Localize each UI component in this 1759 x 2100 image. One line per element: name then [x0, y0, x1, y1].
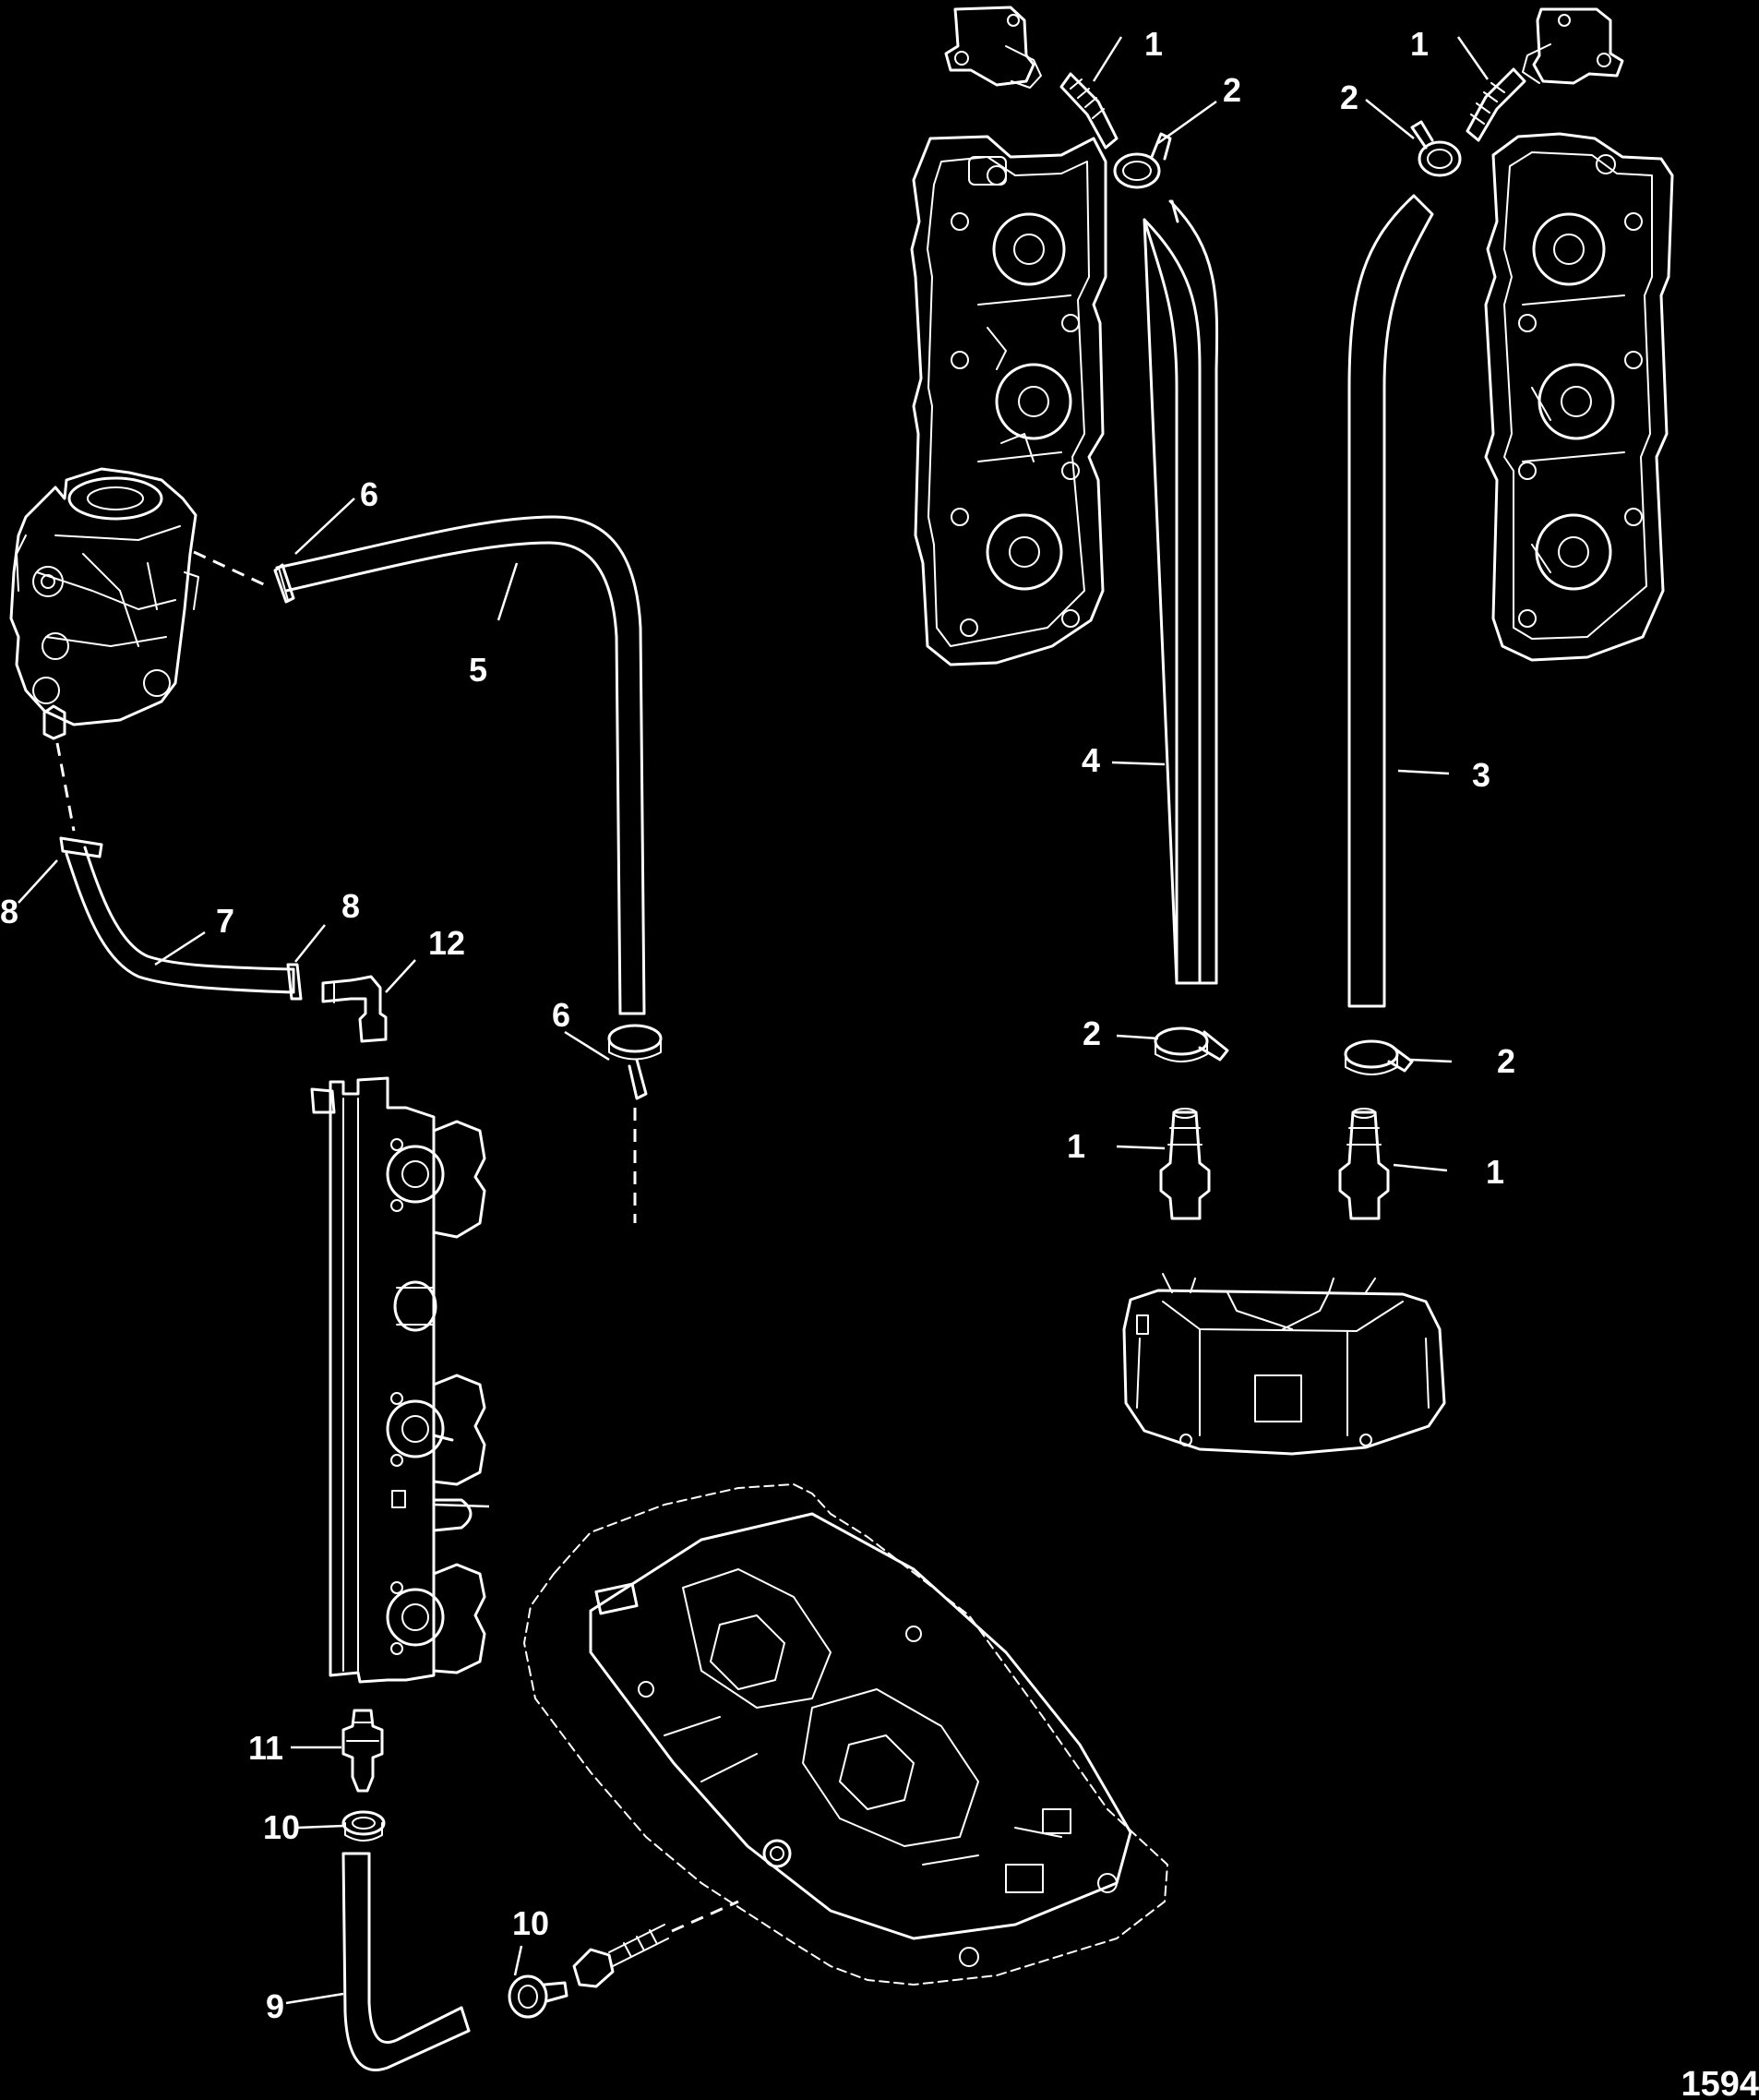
callout-5: 5: [469, 651, 487, 689]
callout-6: 6: [552, 996, 570, 1034]
callout-2: 2: [1497, 1042, 1515, 1080]
cylinder-head-left: [910, 135, 1107, 666]
callout-11: 11: [248, 1729, 283, 1767]
callout-3: 3: [1472, 756, 1490, 794]
thermostat-housing-left: [944, 6, 1042, 89]
hose-9: [341, 1852, 471, 2071]
fitting-11: [341, 1709, 384, 1793]
callout-4: 4: [1082, 741, 1100, 779]
elbow-fitting-12: [321, 975, 388, 1043]
threaded-fitting: [572, 1900, 739, 1988]
intake-manifold: [523, 1483, 1168, 1986]
callout-7: 7: [216, 902, 234, 940]
hose-7: [65, 846, 295, 994]
callout-10: 10: [263, 1808, 300, 1846]
hose-5: [275, 515, 646, 1015]
figure-number: 1594: [1681, 2065, 1759, 2100]
callout-1: 1: [1486, 1153, 1504, 1191]
hose-clamp-6-upper: [273, 563, 295, 604]
callout-1: 1: [1410, 25, 1429, 63]
fitting-1-top-left: [1059, 72, 1119, 150]
hose-clamp-2-top-left: [1113, 132, 1172, 189]
hose-clamp-8-right: [286, 963, 303, 1001]
callout-2: 2: [1340, 78, 1358, 116]
callout-1: 1: [1067, 1127, 1085, 1165]
callout-8: 8: [0, 893, 18, 930]
callout-2: 2: [1223, 71, 1241, 109]
callout-12: 12: [428, 924, 465, 962]
hose-3: [1347, 194, 1434, 1008]
thermostat-housing-right: [1522, 7, 1624, 85]
callout-9: 9: [266, 1987, 284, 2025]
callout-6: 6: [360, 475, 378, 513]
hose-clamp-10-upper: [341, 1810, 386, 1842]
hose-clamp-2-lower-left: [1154, 1026, 1229, 1062]
callout-8: 8: [341, 887, 360, 925]
fitting-1-lower-left: [1159, 1108, 1211, 1220]
fitting-1-lower-right: [1338, 1108, 1390, 1220]
fuel-rail: [310, 1076, 490, 1684]
hose-clamp-6-lower: [607, 1024, 663, 1100]
adapter-plate: [1122, 1273, 1446, 1456]
hose-clamp-2-top-right: [1410, 120, 1462, 177]
callout-2: 2: [1083, 1014, 1101, 1052]
vapor-separator: [9, 467, 199, 740]
hose-clamp-10-lower: [508, 1974, 568, 2019]
hose-4: [1143, 199, 1219, 985]
hose-clamp-2-lower-right: [1344, 1039, 1414, 1075]
fitting-1-top-right: [1466, 67, 1526, 142]
cylinder-head-right: [1484, 132, 1674, 662]
callout-10: 10: [512, 1904, 549, 1942]
callout-1: 1: [1144, 25, 1163, 63]
hose-clamp-8-left: [59, 836, 103, 858]
